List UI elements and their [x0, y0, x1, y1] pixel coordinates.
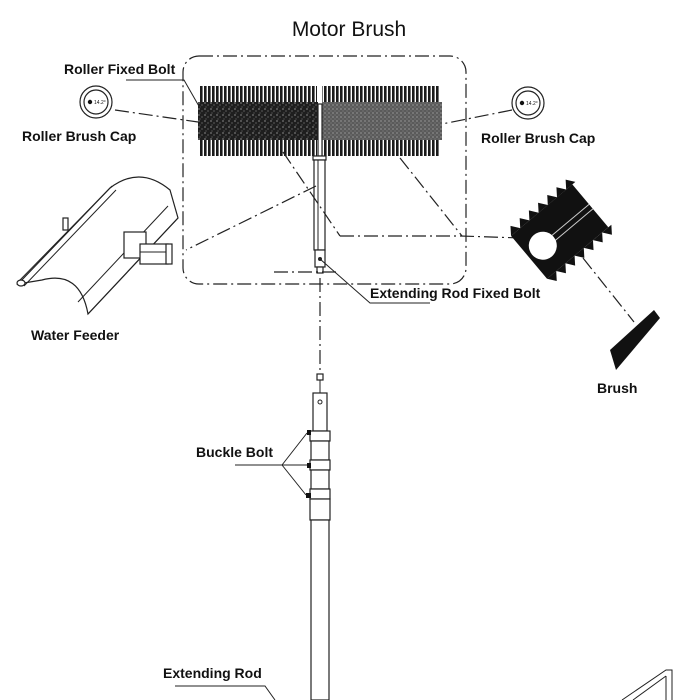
- svg-text:14.2°: 14.2°: [526, 101, 538, 107]
- label-roller-brush-cap-right: Roller Brush Cap: [481, 130, 595, 146]
- roller-bristles-bottom-right: [322, 138, 440, 156]
- roller-core-right: [322, 102, 442, 140]
- roller-bristles-top-left: [200, 86, 317, 104]
- buckle-bolt-2: [307, 463, 311, 468]
- roller-bristles-bottom-left: [200, 138, 317, 156]
- buckle-bolt-3: [306, 493, 311, 498]
- diagram-title: Motor Brush: [292, 18, 406, 41]
- roller-brush: [198, 86, 442, 156]
- brush-strip: [610, 310, 660, 370]
- label-buckle-bolt: Buckle Bolt: [196, 444, 273, 460]
- roller-bristles-top-right: [322, 86, 440, 104]
- svg-text:14.2°: 14.2°: [94, 100, 106, 106]
- label-extending-rod: Extending Rod: [163, 665, 262, 681]
- label-roller-fixed-bolt: Roller Fixed Bolt: [64, 61, 176, 77]
- water-feeder: [16, 176, 179, 316]
- roller-brush-end-view: [510, 179, 612, 282]
- motor-brush-enclosure: [182, 55, 467, 285]
- roller-core-left: [198, 102, 318, 140]
- roller-brush-cap-left: 14.2°: [79, 85, 113, 119]
- frame-corner: [621, 669, 673, 700]
- label-extending-rod-fixed-bolt: Extending Rod Fixed Bolt: [370, 285, 541, 301]
- roller-brush-cap-right: 14.2°: [511, 86, 545, 120]
- extending-rod: [309, 373, 331, 700]
- label-brush: Brush: [597, 380, 637, 396]
- buckle-bolt-1: [307, 430, 311, 435]
- label-water-feeder: Water Feeder: [31, 327, 120, 343]
- label-roller-brush-cap-left: Roller Brush Cap: [22, 128, 136, 144]
